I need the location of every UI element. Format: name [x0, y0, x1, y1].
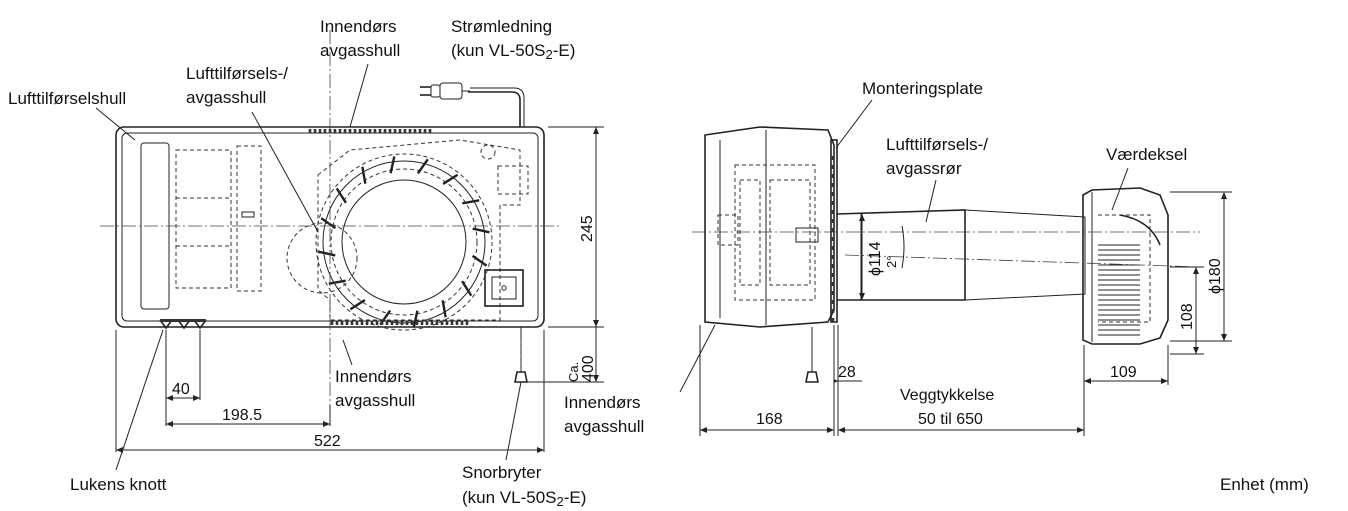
dimension-values: 40 198.5 522 245 Ca. 400 168 28 109 108 … [172, 215, 1224, 450]
label-indoor-exhaust-mid-1: Innendørs [335, 367, 412, 386]
dim-245: 245 [579, 215, 596, 242]
fan-rib [335, 187, 347, 204]
fan-rib [442, 173, 459, 185]
dim-109: 109 [1110, 364, 1137, 381]
dim-28: 28 [838, 364, 856, 381]
front-view [95, 30, 604, 471]
dim-40: 40 [172, 381, 190, 398]
dim-108: 108 [1179, 303, 1196, 330]
fan-rib [416, 158, 429, 175]
top-exhaust-grille [308, 129, 432, 133]
label-duct-2: avgassrør [886, 159, 962, 178]
label-mounting-plate: Monteringsplate [862, 79, 983, 98]
label-unit: Enhet (mm) [1220, 475, 1309, 494]
fan-rib [349, 299, 366, 311]
pull-cord [514, 327, 528, 383]
hatch-knobs [159, 319, 207, 330]
dim-2-degree: 2° [884, 256, 899, 268]
label-power-cord-1: Strømledning [451, 17, 552, 36]
label-pull-switch-2: (kun VL-50S2-E) [462, 488, 586, 509]
label-supply-exhaust-hole-1: Lufttilførsels-/ [186, 64, 288, 83]
dim-phi180: ϕ180 [1207, 258, 1224, 294]
label-weather-cover: Værdeksel [1106, 145, 1187, 164]
fan-rib [461, 280, 473, 297]
label-indoor-exhaust-side-2: avgasshull [564, 417, 644, 436]
label-hatch-knob: Lukens knott [70, 475, 167, 494]
fan-ribs [318, 156, 490, 328]
bottom-exhaust-grille [330, 321, 469, 325]
label-pull-switch-1: Snorbryter [462, 463, 542, 482]
label-indoor-exhaust-mid-2: avgasshull [335, 391, 415, 410]
fan-rib [318, 250, 336, 257]
switch-box [484, 269, 524, 307]
dim-168: 168 [756, 411, 783, 428]
label-duct-1: Lufttilførsels-/ [886, 135, 988, 154]
label-indoor-exhaust-side-1: Innendørs [564, 393, 641, 412]
label-wall-thickness-2: 50 til 650 [918, 411, 983, 428]
fan-rib [389, 156, 396, 174]
weather-cover [1082, 187, 1169, 345]
front-leaders [95, 63, 522, 471]
dim-198-5: 198.5 [222, 407, 262, 424]
fan-rib [462, 199, 480, 205]
fan-rib [441, 300, 447, 318]
fan-rib [471, 254, 488, 267]
label-supply-exhaust-hole-2: avgasshull [186, 88, 266, 107]
label-air-supply-hole: Lufttilførselshull [8, 89, 126, 108]
side-dimensions [699, 191, 1232, 436]
label-power-cord-2: (kun VL-50S2-E) [451, 41, 575, 62]
fan-rib [472, 227, 490, 234]
side-view [679, 99, 1232, 436]
fan-rib [328, 279, 346, 285]
label-indoor-exhaust-top-1: Innendørs [320, 17, 397, 36]
dim-ca: Ca. [566, 362, 581, 382]
fan-rib [412, 310, 419, 328]
front-dimensions [115, 126, 604, 453]
label-wall-thickness-1: Veggtykkelse [900, 387, 994, 404]
text-labels: Lufttilførselshull Lufttilførsels-/ avga… [8, 17, 1309, 509]
duct [836, 209, 1086, 301]
dim-phi114: ϕ114 [867, 241, 884, 276]
side-leaders [679, 99, 1129, 393]
label-indoor-exhaust-top-2: avgasshull [320, 41, 400, 60]
dim-522: 522 [314, 433, 341, 450]
power-cord [420, 82, 525, 127]
dim-400: 400 [580, 355, 597, 382]
fan-rib [361, 166, 367, 184]
